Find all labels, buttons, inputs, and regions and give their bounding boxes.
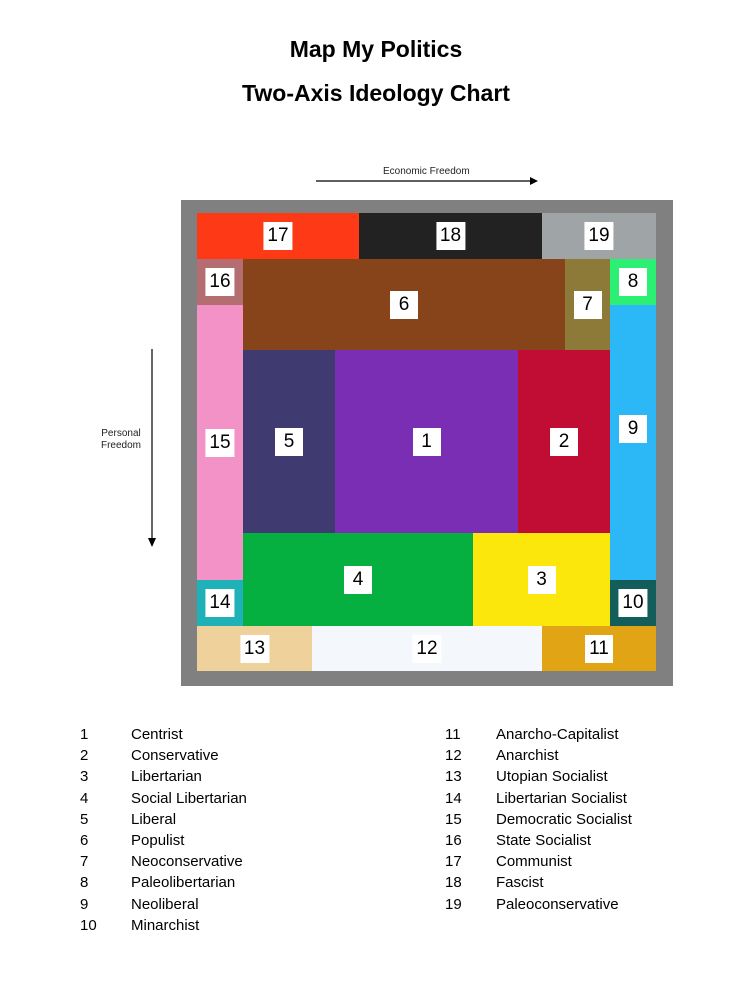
legend-label: Centrist — [131, 726, 183, 743]
region-15: 15 — [197, 305, 243, 580]
legend-label: Fascist — [496, 874, 544, 892]
legend-label: Anarcho-Capitalist — [496, 726, 619, 743]
region-number: 12 — [412, 634, 442, 663]
region-number: 4 — [344, 565, 372, 594]
legend-label: Conservative — [131, 747, 219, 765]
region-number: 17 — [263, 222, 293, 250]
page-title: Map My Politics — [289, 36, 463, 62]
region-16: 16 — [197, 259, 243, 305]
legend-label: Communist — [496, 853, 572, 871]
legend-label: Libertarian — [131, 768, 202, 786]
region-number: 9 — [619, 414, 647, 443]
legend-label: Minarchist — [131, 916, 200, 934]
region-8: 8 — [610, 259, 656, 305]
legend-number: 18 — [445, 874, 462, 892]
legend-number: 7 — [80, 853, 89, 871]
region-1: 1 — [335, 350, 518, 533]
region-number: 15 — [205, 428, 235, 457]
economic-axis-arrow — [316, 177, 538, 185]
legend-number: 3 — [80, 768, 89, 786]
region-19: 19 — [542, 213, 656, 259]
legend-number: 10 — [80, 916, 97, 934]
legend-label: Anarchist — [496, 747, 559, 765]
legend-number: 19 — [445, 895, 462, 913]
region-number: 16 — [205, 268, 235, 296]
legend-label: Neoconservative — [131, 853, 243, 871]
region-number: 13 — [239, 634, 270, 663]
legend-label: Libertarian Socialist — [496, 789, 627, 807]
region-number: 1 — [412, 427, 441, 456]
legend-number: 4 — [80, 789, 89, 807]
legend-number: 13 — [445, 768, 462, 786]
region-number: 6 — [390, 290, 418, 319]
legend-number: 8 — [80, 874, 89, 892]
region-number: 2 — [550, 427, 578, 456]
page-subtitle: Two-Axis Ideology Chart — [242, 80, 510, 106]
region-9: 9 — [610, 305, 656, 580]
region-number: 18 — [435, 222, 466, 250]
region-17: 17 — [197, 213, 359, 259]
personal-axis-label-line1: Personal — [101, 428, 141, 439]
legend-label: State Socialist — [496, 832, 592, 849]
region-7: 7 — [565, 259, 610, 350]
legend-label: Neoliberal — [131, 895, 199, 913]
region-11: 11 — [542, 626, 656, 671]
ideology-chart-frame: 17 18 19 16 15 14 6 7 8 9 10 5 1 2 4 3 1… — [181, 200, 673, 686]
region-18: 18 — [359, 213, 542, 259]
legend-number: 14 — [445, 789, 462, 807]
region-2: 2 — [518, 350, 610, 533]
region-number: 19 — [584, 222, 614, 250]
region-4: 4 — [243, 533, 473, 626]
legend-number: 16 — [445, 832, 462, 849]
legend-label: Utopian Socialist — [496, 768, 608, 786]
region-6: 6 — [243, 259, 565, 350]
region-number: 3 — [527, 565, 556, 594]
legend-number: 1 — [80, 726, 89, 743]
personal-axis-arrow — [148, 349, 156, 547]
legend-number: 6 — [80, 832, 89, 849]
legend-label: Liberal — [131, 810, 177, 828]
personal-axis-label-line2: Freedom — [100, 440, 141, 451]
legend-number: 17 — [445, 853, 462, 871]
region-12: 12 — [312, 626, 542, 671]
legend-label: Paleoconservative — [496, 895, 619, 913]
legend-label: Social Libertarian — [131, 789, 247, 807]
region-number: 5 — [275, 427, 303, 456]
region-10: 10 — [610, 580, 656, 626]
region-3: 3 — [473, 533, 610, 626]
legend-label: Populist — [131, 832, 185, 849]
legend-label: Paleolibertarian — [131, 874, 236, 892]
region-number: 11 — [585, 634, 613, 663]
economic-axis-label: Economic Freedom — [383, 166, 470, 177]
region-number: 8 — [619, 268, 647, 296]
region-number: 10 — [618, 589, 648, 617]
legend-number: 5 — [80, 810, 89, 828]
legend-number: 15 — [445, 810, 462, 828]
legend-label: Democratic Socialist — [496, 810, 632, 828]
region-13: 13 — [197, 626, 312, 671]
personal-axis-label: Personal Freedom — [84, 428, 158, 452]
region-5: 5 — [243, 350, 335, 533]
legend-number: 12 — [445, 747, 462, 765]
region-number: 14 — [205, 589, 235, 617]
region-number: 7 — [573, 290, 602, 319]
legend-number: 11 — [445, 726, 461, 743]
region-14: 14 — [197, 580, 243, 626]
legend-number: 2 — [80, 747, 89, 765]
legend-number: 9 — [80, 895, 89, 913]
